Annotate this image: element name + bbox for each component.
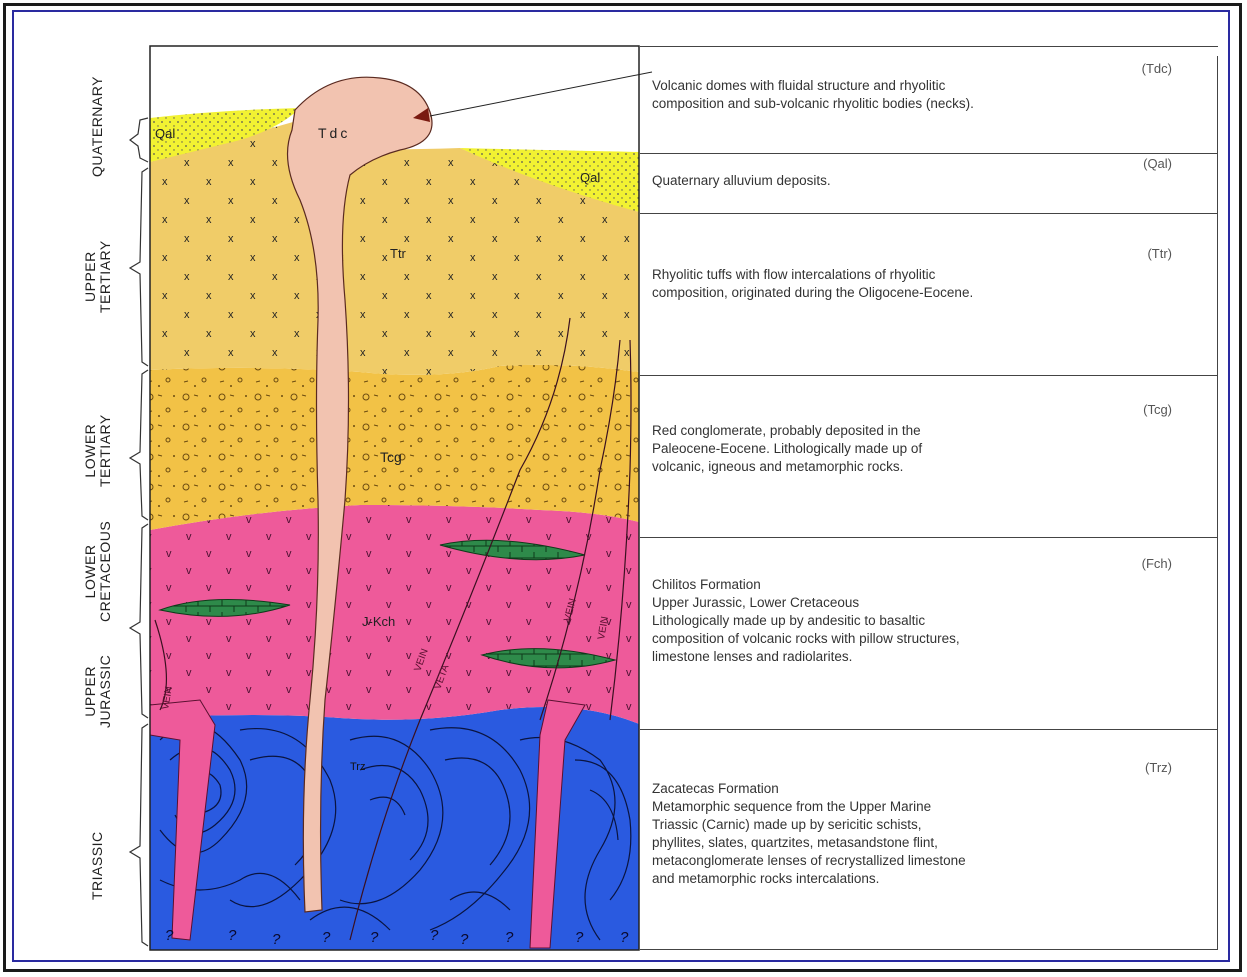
legend-code: (Ttr) — [1147, 246, 1172, 261]
legend-text: Volcanic domes with fluidal structure an… — [652, 77, 1198, 95]
legend-row-trz: (Trz) Zacatecas Formation Metamorphic se… — [640, 730, 1218, 950]
label-tcg: Tcg — [380, 449, 402, 465]
legend-row-tdc: (Tdc) Volcanic domes with fluidal struct… — [640, 46, 1218, 154]
legend-text: phyllites, slates, quartzites, metasands… — [652, 834, 1198, 852]
legend-text: and metamorphic rocks intercalations. — [652, 870, 1198, 888]
legend-text: composition of volcanic rocks with pillo… — [652, 630, 1198, 648]
svg-text:?: ? — [575, 929, 584, 946]
legend-text: Upper Jurassic, Lower Cretaceous — [652, 594, 1198, 612]
legend-text: Quaternary alluvium deposits. — [652, 172, 1198, 190]
legend-right-border — [1217, 56, 1218, 950]
legend-text: Lithologically made up by andesitic to b… — [652, 612, 1198, 630]
label-tdc: Tdc — [318, 125, 350, 141]
legend-text: Red conglomerate, probably deposited in … — [652, 422, 1198, 440]
legend-code: (Qal) — [1143, 156, 1172, 171]
dome-leader-line — [430, 72, 652, 116]
legend-row-tcg: (Tcg) Red conglomerate, probably deposit… — [640, 376, 1218, 538]
label-qal-right: Qal — [580, 170, 600, 185]
svg-text:?: ? — [460, 931, 469, 948]
legend-text: metaconglomerate lenses of recrystallize… — [652, 852, 1198, 870]
legend-code: (Fch) — [1142, 556, 1172, 571]
svg-text:?: ? — [370, 929, 379, 946]
period-brackets — [130, 118, 148, 946]
legend-text: composition and sub-volcanic rhyolitic b… — [652, 95, 1198, 113]
svg-text:?: ? — [165, 927, 174, 944]
svg-text:?: ? — [620, 929, 629, 946]
legend-text: composition, originated during the Oligo… — [652, 284, 1198, 302]
legend-row-qal: (Qal) Quaternary alluvium deposits. — [640, 154, 1218, 214]
triassic-layer — [150, 707, 639, 950]
legend-text: volcanic, igneous and metamorphic rocks. — [652, 458, 1198, 476]
legend-text: Metamorphic sequence from the Upper Mari… — [652, 798, 1198, 816]
label-ttr: Ttr — [390, 246, 407, 261]
legend-text: Zacatecas Formation — [652, 780, 1198, 798]
label-jkch: J-Kch — [362, 614, 395, 629]
svg-text:?: ? — [430, 927, 439, 944]
legend-text: Rhyolitic tuffs with flow intercalations… — [652, 266, 1198, 284]
legend-text: limestone lenses and radiolarites. — [652, 648, 1198, 666]
legend-code: (Tdc) — [1142, 61, 1172, 76]
legend-code: (Trz) — [1145, 760, 1172, 775]
legend-text: Triassic (Carnic) made up by sericitic s… — [652, 816, 1198, 834]
legend-text: Chilitos Formation — [652, 576, 1198, 594]
label-trz: Trz — [350, 761, 365, 773]
legend-row-ttr: (Ttr) Rhyolitic tuffs with flow intercal… — [640, 214, 1218, 376]
svg-text:?: ? — [322, 929, 331, 946]
legend-code: (Tcg) — [1143, 402, 1172, 417]
legend-row-fch: (Fch) Chilitos Formation Upper Jurassic,… — [640, 538, 1218, 730]
legend-text: Paleocene-Eocene. Lithologically made up… — [652, 440, 1198, 458]
label-qal-left: Qal — [155, 126, 175, 141]
svg-text:?: ? — [505, 929, 514, 946]
svg-text:?: ? — [272, 931, 281, 948]
svg-text:?: ? — [228, 927, 237, 944]
